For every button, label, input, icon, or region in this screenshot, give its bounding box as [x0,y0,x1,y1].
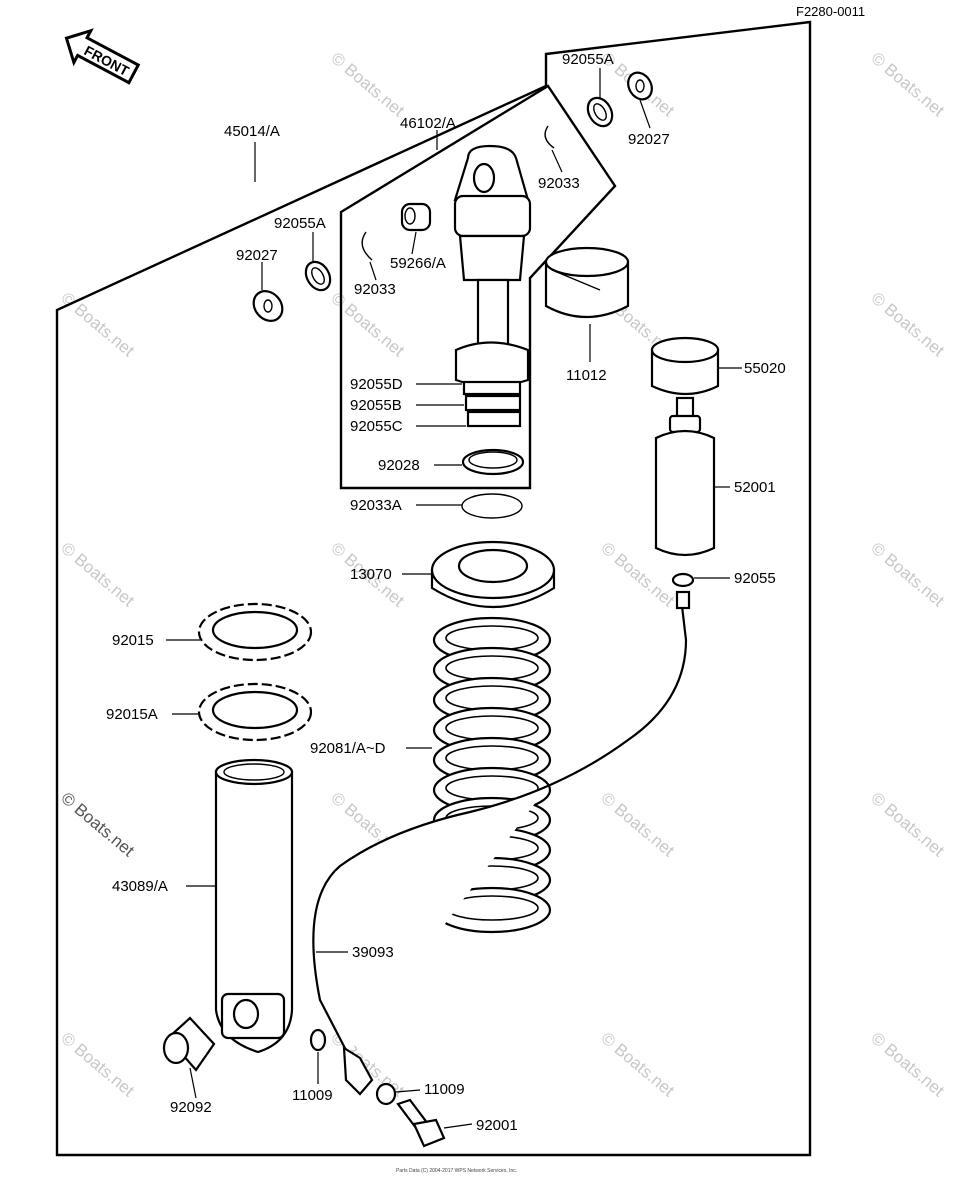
label-92033A: 92033A [350,497,402,514]
bushing-59266-part [400,202,432,232]
bushing-92027-left-part [252,290,284,322]
bushing-92092-part [162,1016,216,1072]
label-43089: 43089/A [112,878,168,895]
damper-rod-part [453,144,532,428]
watermark-16: © Boats.net [57,1029,138,1101]
label-92015: 92015 [112,632,154,649]
diagram-code: F2280-0011 [796,4,865,19]
watermark-11: © Boats.net [867,539,948,611]
label-11012: 11012 [566,367,607,384]
watermark-12: © Boats.net [57,789,138,861]
nut-92015-part [197,602,313,662]
watermark-1: © Boats.net [327,49,408,121]
label-92055B: 92055B [350,397,402,414]
label-45014: 45014/A [224,123,280,140]
nut-92015A-part [197,682,313,742]
banjo-fitting-part [342,1045,374,1096]
circlip-92033A-part [461,493,523,519]
label-92055: 92055 [734,570,776,587]
spring-seat-13070-part [430,540,556,609]
watermark-5: © Boats.net [327,289,408,361]
washer-11009-left-part [309,1028,327,1052]
cap-55020-part [650,336,720,396]
watermark-4: © Boats.net [57,289,138,361]
label-92055D: 92055D [350,376,403,393]
shock-body-43089-part [214,758,294,1054]
label-92015A: 92015A [106,706,158,723]
circlip-92033-top-part [544,125,555,149]
label-39093: 39093 [352,944,394,961]
assembly-frame-45014 [55,20,812,1157]
label-92028: 92028 [378,457,420,474]
oring-92055-part [671,572,695,588]
label-52001: 52001 [734,479,776,496]
label-11009-right: 11009 [424,1081,465,1098]
label-92081: 92081/A~D [310,740,386,757]
watermark-3: © Boats.net [867,49,948,121]
leader-lines [166,68,742,1129]
label-92092: 92092 [170,1099,212,1116]
label-92033-left: 92033 [354,281,396,298]
washer-92055A-left-part [304,260,332,292]
watermark-7: © Boats.net [867,289,948,361]
front-arrow-icon: FRONT [64,28,141,85]
washer-11009-right-part [375,1082,397,1106]
watermark-18: © Boats.net [597,1029,678,1101]
label-59266: 59266/A [390,255,446,272]
label-92027-top: 92027 [628,131,670,148]
collar-11012-part [544,246,630,319]
part-labels: 45014/A 46102/A 92055A 92027 92033 92055… [106,51,786,1134]
washer-92055A-top-part [586,96,614,128]
watermark-19: © Boats.net [867,1029,948,1101]
footer-copyright: Parts Data (C) 2004-2017 WPS Network Ser… [396,1168,517,1174]
label-13070: 13070 [350,566,392,583]
watermark-8: © Boats.net [57,539,138,611]
label-92033-top: 92033 [538,175,580,192]
ring-92028-part [461,448,525,476]
label-92055A-top: 92055A [562,51,614,68]
label-92027-left: 92027 [236,247,278,264]
bolt-92001-part [396,1098,446,1148]
label-92001: 92001 [476,1117,518,1134]
label-46102: 46102/A [400,115,456,132]
circlip-92033-left-part [361,231,373,261]
bushing-92027-top-part [627,71,653,101]
watermark-15: © Boats.net [867,789,948,861]
reservoir-52001-part [654,396,716,557]
label-11009-left: 11009 [292,1087,333,1104]
assembly-frame-46102 [339,84,617,490]
label-55020: 55020 [744,360,786,377]
label-92055A-left: 92055A [274,215,326,232]
label-92055C: 92055C [350,418,403,435]
watermark-14: © Boats.net [597,789,678,861]
